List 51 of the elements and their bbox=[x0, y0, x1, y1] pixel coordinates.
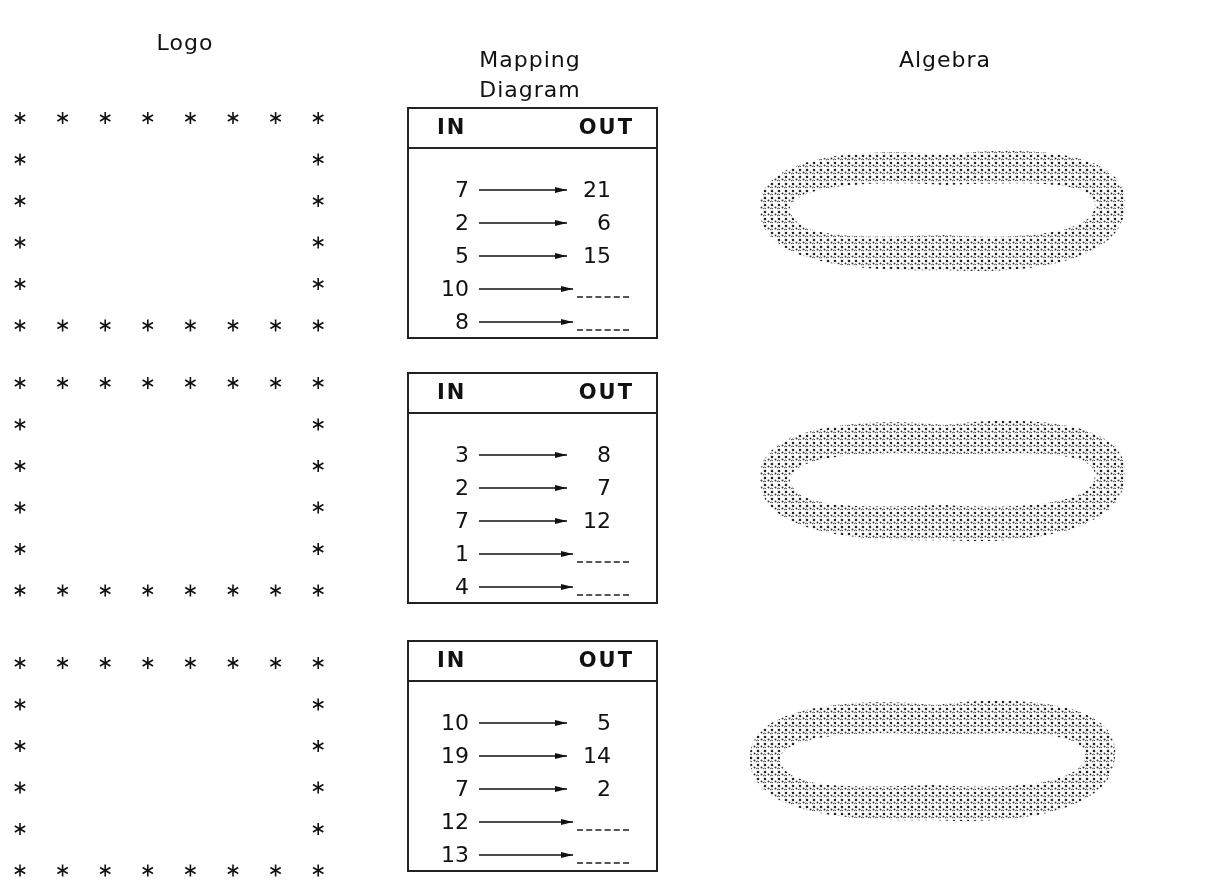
arrow bbox=[478, 786, 568, 792]
input-value: 2 bbox=[429, 210, 469, 236]
arrow bbox=[478, 220, 568, 226]
input-value: 8 bbox=[429, 309, 469, 335]
output-value: 8 bbox=[571, 442, 611, 468]
mapping-table bbox=[407, 372, 658, 604]
input-value: 19 bbox=[429, 743, 469, 769]
arrow bbox=[478, 852, 574, 858]
column-header: IN bbox=[437, 115, 467, 139]
column-header: OUT bbox=[578, 115, 634, 139]
output-value: 5 bbox=[571, 710, 611, 736]
column-header: OUT bbox=[578, 648, 634, 672]
arrow bbox=[478, 485, 568, 491]
output-value: 7 bbox=[571, 475, 611, 501]
column-heading: Logo bbox=[155, 29, 215, 57]
input-value: 13 bbox=[429, 842, 469, 868]
column-header: IN bbox=[437, 648, 467, 672]
arrow bbox=[478, 187, 568, 193]
mapping-table bbox=[407, 107, 658, 339]
input-value: 5 bbox=[429, 243, 469, 269]
arrow bbox=[478, 452, 568, 458]
arrow bbox=[478, 319, 574, 325]
arrow bbox=[478, 819, 574, 825]
input-value: 10 bbox=[429, 276, 469, 302]
input-value: 4 bbox=[429, 574, 469, 600]
arrow bbox=[478, 286, 574, 292]
arrow bbox=[478, 584, 574, 590]
column-header: OUT bbox=[578, 380, 634, 404]
output-value: 21 bbox=[571, 177, 611, 203]
arrow bbox=[478, 253, 568, 259]
input-value: 7 bbox=[429, 776, 469, 802]
output-value: 6 bbox=[571, 210, 611, 236]
input-value: 3 bbox=[429, 442, 469, 468]
output-value: 12 bbox=[571, 508, 611, 534]
output-value: 15 bbox=[571, 243, 611, 269]
output-value: 14 bbox=[571, 743, 611, 769]
input-value: 10 bbox=[429, 710, 469, 736]
input-value: 12 bbox=[429, 809, 469, 835]
arrow bbox=[478, 753, 568, 759]
mapping-table bbox=[407, 640, 658, 872]
column-heading: Mapping Diagram bbox=[478, 46, 582, 104]
arrow bbox=[478, 518, 568, 524]
input-value: 7 bbox=[429, 508, 469, 534]
column-header: IN bbox=[437, 380, 467, 404]
input-value: 1 bbox=[429, 541, 469, 567]
column-heading: Algebra bbox=[897, 46, 993, 74]
input-value: 2 bbox=[429, 475, 469, 501]
arrow bbox=[478, 720, 568, 726]
input-value: 7 bbox=[429, 177, 469, 203]
output-value: 2 bbox=[571, 776, 611, 802]
arrow bbox=[478, 551, 574, 557]
